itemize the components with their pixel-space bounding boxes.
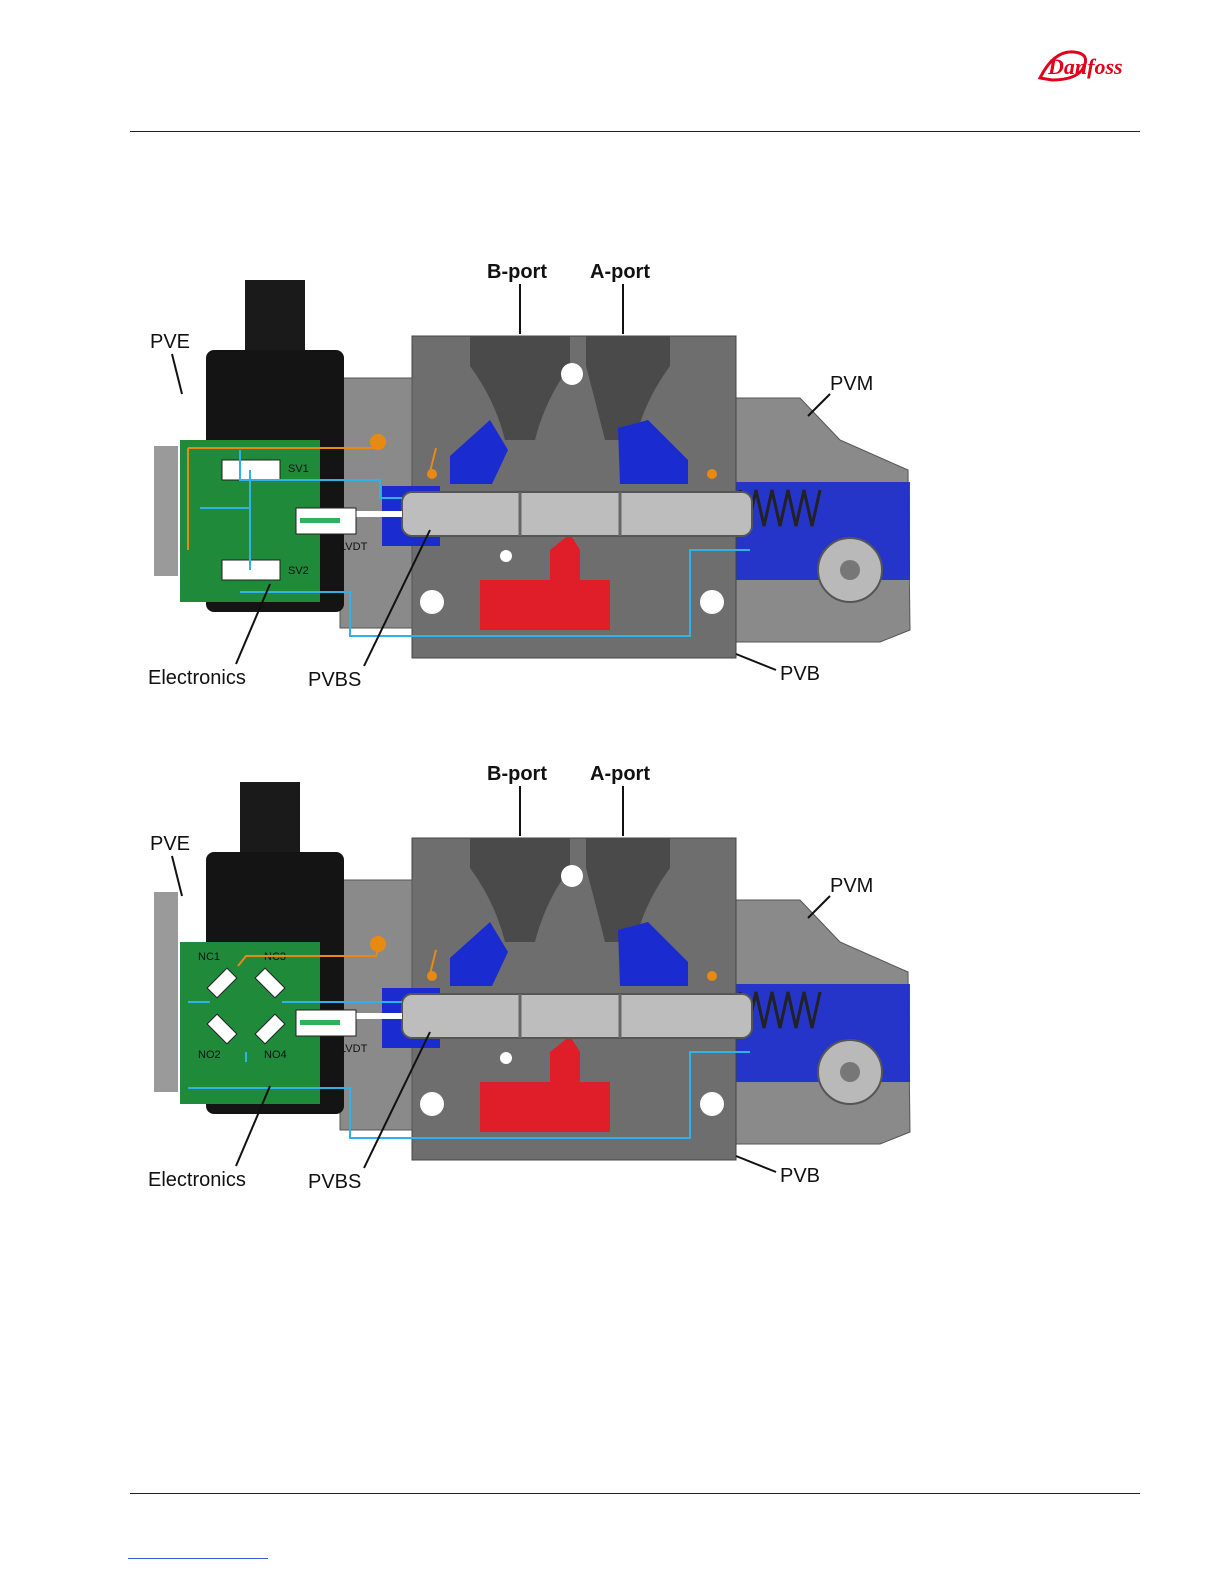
brand-text: Danfoss [1047,54,1123,79]
electronics-label: Electronics [148,1169,246,1191]
b-port-label: B-port [487,763,547,785]
valve-label-nc1: NC1 [198,951,220,963]
pvbs-label: PVBS [308,669,361,691]
pvb-label: PVB [780,663,820,685]
a-port-label: A-port [590,763,650,785]
pvbs-spool [350,994,752,1038]
lvdt-label: LVDT [340,1043,368,1055]
pve-module: NC1 NC3 NO2 NO4 LVDT [154,782,368,1114]
valve-diagram-1: B-port A-port [140,250,930,710]
electronics-label: Electronics [148,667,246,689]
danfoss-logo: Danfoss [1034,44,1144,86]
pvb-label: PVB [780,1165,820,1187]
pve-module: SV1 SV2 LVDT [154,280,368,612]
lvdt-label: LVDT [340,541,368,553]
valve-label-sv2: SV2 [288,565,309,577]
footer-link-underline [128,1558,268,1559]
orange-port-dot [370,434,386,450]
b-port-label: B-port [487,261,547,283]
valve-label-no2: NO2 [198,1049,221,1061]
pvm-label: PVM [830,875,873,897]
valve-diagram-2: B-port A-port [140,752,930,1212]
pve-label: PVE [150,833,190,855]
pvbs-label: PVBS [308,1171,361,1193]
pvm-housing [730,398,910,642]
pvm-label: PVM [830,373,873,395]
pvm-housing [730,900,910,1144]
valve-label-no4: NO4 [264,1049,287,1061]
orange-port-dot [370,936,386,952]
pve-label: PVE [150,331,190,353]
a-port-label: A-port [590,261,650,283]
footer-rule [130,1493,1140,1494]
header-rule [130,131,1140,132]
valve-label-sv1: SV1 [288,463,309,475]
pvbs-spool [350,492,752,536]
